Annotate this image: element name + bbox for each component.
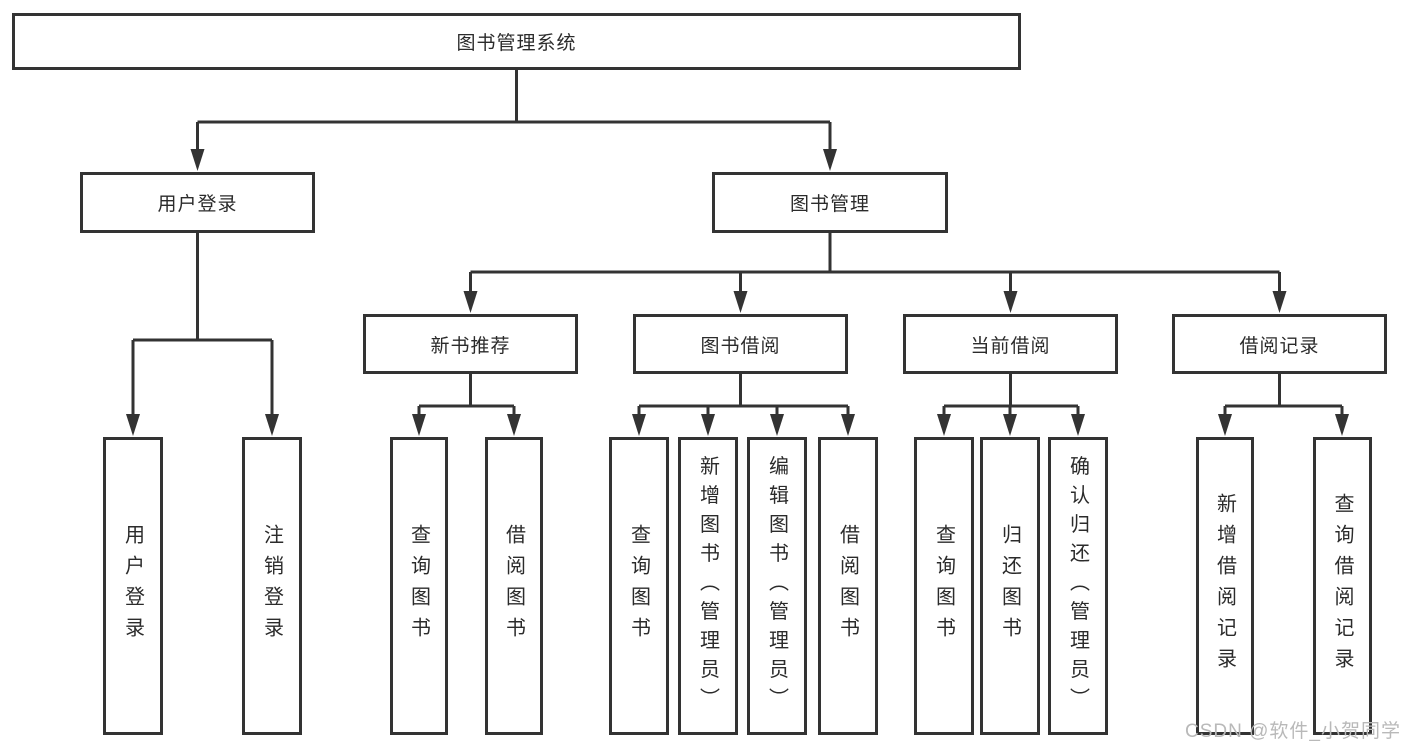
node-label: 查询图书 [932, 524, 955, 648]
node-label: 图书管理 [789, 194, 870, 215]
node-label: 注销登录 [260, 524, 283, 648]
arrow-down-icon [1003, 291, 1018, 313]
arrow-down-icon [507, 414, 521, 436]
node-leaf-bb-borrow-books: 借阅图书 [818, 437, 878, 735]
node-borrow-records: 借阅记录 [1172, 314, 1387, 374]
node-leaf-user-login: 用户登录 [103, 437, 163, 735]
node-label: 查询借阅记录 [1331, 493, 1353, 679]
node-label: 新增借阅记录 [1213, 493, 1236, 679]
node-leaf-br-query-record: 查询借阅记录 [1313, 437, 1372, 735]
node-label: 归还图书 [998, 524, 1021, 648]
arrow-down-icon [126, 414, 140, 436]
node-label: 确认归还（管理员） [1066, 455, 1089, 717]
node-leaf-bb-add-books: 新增图书（管理员） [678, 437, 738, 735]
arrow-down-icon [1335, 414, 1349, 436]
arrow-down-icon [265, 414, 279, 436]
node-leaf-br-add-record: 新增借阅记录 [1196, 437, 1254, 735]
node-leaf-cb-return-books: 归还图书 [980, 437, 1040, 735]
node-label: 新书推荐 [430, 335, 511, 357]
arrow-down-icon [1218, 414, 1232, 436]
watermark-text: CSDN @软件_小贺同学 [1185, 721, 1401, 742]
node-leaf-logout: 注销登录 [242, 437, 302, 735]
node-leaf-bb-query-books: 查询图书 [609, 437, 669, 735]
arrow-down-icon [632, 414, 646, 436]
node-label: 当前借阅 [970, 335, 1051, 357]
node-leaf-cb-query-books: 查询图书 [914, 437, 974, 735]
node-label: 借阅记录 [1239, 335, 1320, 357]
arrow-down-icon [733, 291, 748, 313]
node-label: 查询图书 [407, 524, 430, 648]
node-label: 用户登录 [121, 524, 144, 648]
node-label: 新增图书（管理员） [696, 455, 719, 717]
node-current-borrow: 当前借阅 [903, 314, 1118, 374]
arrow-down-icon [770, 414, 784, 436]
node-root: 图书管理系统 [12, 13, 1021, 70]
node-leaf-rec-query-books: 查询图书 [390, 437, 448, 735]
arrow-down-icon [190, 149, 205, 171]
node-label: 用户登录 [157, 194, 238, 215]
node-label: 借阅图书 [502, 524, 525, 648]
arrow-down-icon [463, 291, 478, 313]
node-label: 借阅图书 [836, 524, 859, 648]
node-book-borrow: 图书借阅 [633, 314, 848, 374]
arrow-down-icon [412, 414, 426, 436]
arrow-down-icon [841, 414, 855, 436]
node-new-book-recommend: 新书推荐 [363, 314, 578, 374]
node-leaf-rec-borrow-books: 借阅图书 [485, 437, 543, 735]
arrow-down-icon [1071, 414, 1085, 436]
node-user-login: 用户登录 [80, 172, 315, 233]
node-label: 查询图书 [627, 524, 650, 648]
arrow-down-icon [823, 149, 837, 171]
node-label: 图书管理系统 [456, 33, 577, 54]
node-book-management: 图书管理 [712, 172, 948, 233]
arrow-down-icon [1003, 414, 1017, 436]
arrow-down-icon [1272, 291, 1287, 313]
arrow-down-icon [937, 414, 951, 436]
node-label: 图书借阅 [700, 335, 781, 357]
arrow-down-icon [701, 414, 715, 436]
node-leaf-cb-confirm-return: 确认归还（管理员） [1048, 437, 1108, 735]
node-label: 编辑图书（管理员） [765, 455, 788, 717]
node-leaf-bb-edit-books: 编辑图书（管理员） [747, 437, 807, 735]
